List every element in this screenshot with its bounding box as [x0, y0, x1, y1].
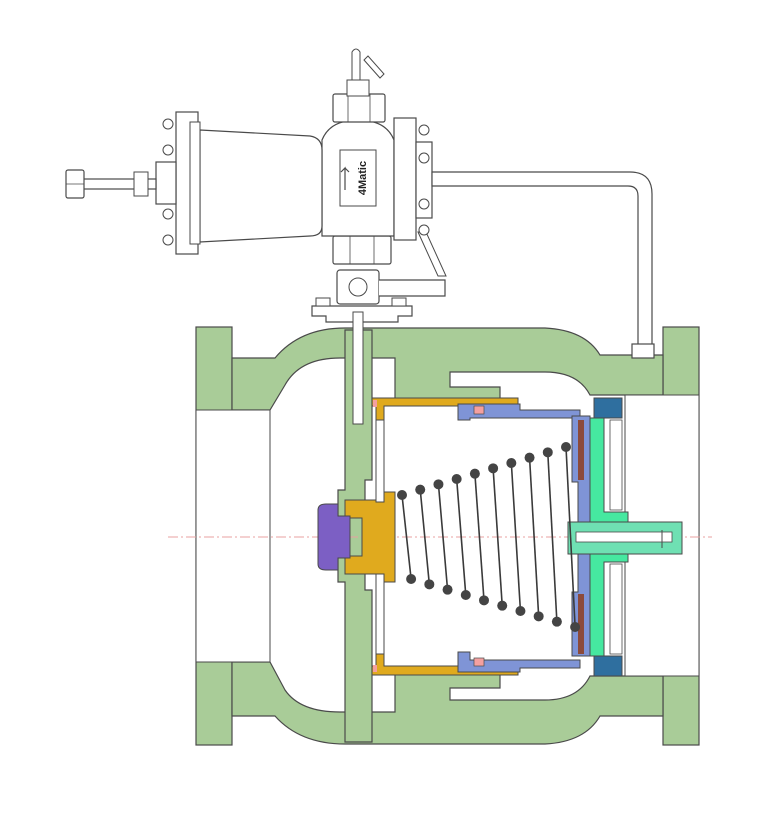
label-plate [339, 149, 377, 207]
spring-coil-top [415, 484, 426, 495]
mounting-nut-left [315, 297, 331, 307]
top-lever [363, 55, 385, 79]
guide-rod-upper [375, 419, 385, 503]
plate-insert-lower [578, 594, 584, 654]
seal-upper-right [473, 405, 485, 415]
seat-ring-lower [593, 655, 623, 677]
spring-coil-top [433, 479, 444, 490]
arrow-up-icon [340, 166, 350, 190]
top-cap [346, 79, 370, 97]
compression-spring [397, 442, 581, 632]
spring-coil-segment [492, 468, 504, 606]
stem-bore [575, 531, 673, 543]
side-linkage [379, 279, 446, 297]
plate-insert-upper [578, 420, 584, 480]
spring-coil-segment [546, 452, 558, 622]
actuator-bolt-4 [418, 224, 430, 236]
spring-coil-segment [419, 489, 431, 585]
guide-rod-lower [375, 573, 385, 655]
flange-bolt-3 [162, 208, 174, 220]
adjusting-locknut [133, 171, 149, 197]
spring-coil-bottom [497, 600, 508, 611]
spring-coil-top [469, 468, 480, 479]
actuator-bolt-1 [418, 124, 430, 136]
upper-body-wall [231, 327, 664, 411]
seat-ring-upper [593, 397, 623, 419]
spring-coil-bottom [460, 590, 471, 600]
actuator-right-flange [393, 117, 417, 241]
mounting-nut-right [391, 297, 407, 307]
diaphragm-cone [199, 129, 323, 243]
spring-coil-segment [528, 457, 540, 617]
spring-coil-bottom [551, 616, 562, 627]
spring-coil-segment [510, 462, 522, 612]
spring-coil-bottom [479, 595, 489, 606]
spring-coil-top [542, 447, 553, 458]
connecting-stem [352, 311, 364, 425]
spring-coil-bottom [424, 579, 435, 590]
spring-coil-bottom [533, 611, 544, 622]
spring-coil-top [524, 452, 535, 463]
spring-coil-segment [455, 478, 467, 596]
spring-coil-top [561, 442, 571, 452]
spring-coil-segment [474, 473, 485, 601]
seal-lower-left [373, 665, 377, 672]
lower-fitting-port [348, 277, 368, 297]
inlet-bore [195, 409, 271, 663]
spring-coil-top [506, 458, 517, 468]
flange-hub [155, 161, 177, 205]
spring-coil-bottom [570, 622, 581, 632]
pilot-tube [431, 171, 653, 347]
partition-wall [337, 329, 373, 743]
spring-coil-segment [437, 484, 449, 590]
flange-bolt-2 [162, 144, 174, 156]
spring-coil-segment [565, 446, 576, 628]
flange-bolt-1 [162, 118, 174, 130]
spring-coil-top [451, 474, 462, 484]
flange-bolt-4 [162, 234, 174, 246]
top-hex-nut [332, 93, 386, 123]
diaphragm-flange-inner [189, 121, 201, 245]
housing-lower [457, 651, 581, 673]
actuator: 4Matic [65, 48, 655, 425]
pilot-tube-fitting [631, 343, 655, 359]
spring-coil-bottom [442, 584, 453, 595]
spring-coil-bottom [406, 574, 417, 584]
spring-coil-top [488, 463, 499, 474]
actuator-bolt-2 [418, 152, 430, 164]
side-linkage-arm [417, 231, 447, 277]
seal-lower-right [473, 657, 485, 667]
seat-assembly [567, 397, 683, 677]
seal-upper-left [373, 400, 377, 407]
lower-hex-nut [332, 235, 392, 265]
spring-coil-top [397, 490, 407, 500]
seat-window-upper [609, 419, 623, 511]
top-bolt [351, 48, 361, 81]
spring-coil-bottom [515, 606, 526, 616]
nose-cap [317, 503, 351, 571]
spring-coil-segment [401, 494, 412, 580]
seat-window-lower [609, 563, 623, 655]
actuator-label: 4Matic [357, 161, 369, 195]
actuator-bolt-3 [418, 198, 430, 210]
lower-body-wall [231, 661, 664, 745]
